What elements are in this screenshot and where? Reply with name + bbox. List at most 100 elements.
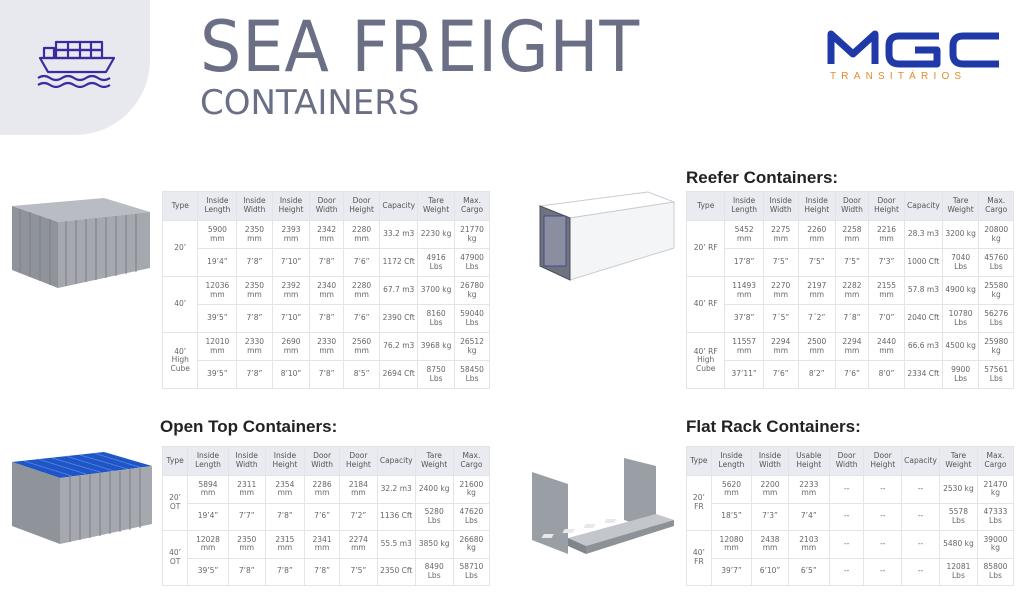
page-title: SEA FREIGHT (200, 6, 641, 88)
metric-value-cell: 2530 kg (938, 475, 978, 504)
metric-value-cell: 3968 kg (417, 332, 456, 361)
column-header: Type (686, 446, 712, 476)
imperial-value-cell: 18’5” (710, 502, 753, 531)
metric-value-cell: 11493 mm (724, 276, 764, 305)
metric-value-cell: 25980 kg (978, 332, 1014, 361)
metric-value-cell: 2258 mm (834, 220, 869, 249)
column-header: Tare Weight (938, 446, 978, 476)
column-header: Tare Weight (417, 191, 456, 221)
page-subtitle: CONTAINERS (200, 83, 420, 123)
imperial-value-cell: 47333 Lbs (976, 502, 1015, 531)
metric-value-cell: 26680 kg (452, 530, 491, 559)
imperial-value-cell: 7’0” (867, 304, 906, 333)
container-type-cell: 40’ FR (686, 530, 712, 586)
imperial-value-cell: 12081 Lbs (938, 557, 978, 586)
column-header: Capacity (904, 191, 943, 221)
imperial-value-cell: 8’0” (867, 360, 906, 389)
imperial-value-cell: 8160 Lbs (417, 304, 456, 333)
imperial-value-cell: 2694 Cft (379, 360, 419, 389)
column-header: Type (161, 191, 199, 221)
metric-value-cell: 5452 mm (724, 220, 764, 249)
imperial-value-cell: 1000 Cft (904, 248, 943, 277)
metric-value-cell: -- (828, 475, 865, 504)
metric-value-cell: 5900 mm (197, 220, 238, 249)
imperial-value-cell: 7’3” (751, 502, 789, 531)
metric-value-cell: 12028 mm (187, 530, 229, 559)
imperial-value-cell: 58450 Lbs (454, 360, 490, 389)
metric-value-cell: 21470 kg (976, 475, 1015, 504)
imperial-value-cell: 7’8” (309, 360, 344, 389)
column-header: Capacity (901, 446, 940, 476)
metric-value-cell: 2103 mm (787, 530, 830, 559)
metric-value-cell: 2560 mm (342, 332, 381, 361)
metric-value-cell: 32.2 m3 (376, 475, 416, 504)
metric-value-cell: 12010 mm (197, 332, 238, 361)
imperial-value-cell: 8490 Lbs (414, 557, 454, 586)
column-header: Door Height (342, 191, 381, 221)
imperial-value-cell: -- (828, 557, 865, 586)
imperial-value-cell: 45760 Lbs (978, 248, 1014, 277)
metric-value-cell: 2294 mm (834, 332, 869, 361)
metric-value-cell: 2690 mm (271, 332, 311, 361)
metric-value-cell: 2330 mm (309, 332, 344, 361)
header-corner-panel (0, 0, 150, 135)
imperial-value-cell: 7’6” (304, 502, 340, 531)
metric-value-cell: 2230 kg (417, 220, 456, 249)
column-header: Inside Length (710, 446, 753, 476)
metric-value-cell: 2350 mm (236, 220, 273, 249)
metric-value-cell: 5894 mm (187, 475, 229, 504)
flatrack-section-title: Flat Rack Containers: (686, 417, 861, 436)
imperial-value-cell: 8’2” (797, 360, 836, 389)
column-header: Door Height (867, 191, 906, 221)
imperial-value-cell: -- (828, 502, 865, 531)
imperial-value-cell: 7´2” (797, 304, 836, 333)
imperial-value-cell: 7´8” (834, 304, 869, 333)
metric-value-cell: 5620 mm (710, 475, 753, 504)
metric-value-cell: 2197 mm (797, 276, 836, 305)
logo-subtext: TRANSITÁRIOS (830, 71, 967, 82)
imperial-value-cell: 39’5” (197, 304, 238, 333)
column-header: Max. Cargo (976, 446, 1015, 476)
metric-value-cell: 2330 mm (236, 332, 273, 361)
imperial-value-cell: 6’10” (751, 557, 789, 586)
metric-value-cell: 2311 mm (227, 475, 266, 504)
imperial-value-cell: 7’8” (309, 248, 344, 277)
column-header: Inside Length (724, 191, 764, 221)
imperial-value-cell: 7’5” (762, 248, 799, 277)
imperial-value-cell: 8750 Lbs (417, 360, 456, 389)
imperial-value-cell: 5280 Lbs (414, 502, 454, 531)
container-type-cell: 40’ RF (685, 276, 726, 333)
imperial-value-cell: 8’5” (342, 360, 381, 389)
imperial-value-cell: 7’5” (797, 248, 836, 277)
metric-value-cell: 25580 kg (978, 276, 1014, 305)
dry-container-illustration (12, 198, 150, 288)
imperial-value-cell: 10780 Lbs (941, 304, 980, 333)
imperial-value-cell: 2350 Cft (376, 557, 416, 586)
metric-value-cell: 3700 kg (417, 276, 456, 305)
column-header: Inside Length (187, 446, 229, 476)
column-header: Inside Length (197, 191, 238, 221)
imperial-value-cell: 7’8” (264, 502, 306, 531)
metric-value-cell: 2354 mm (264, 475, 306, 504)
column-header: Door Height (863, 446, 903, 476)
metric-value-cell: 11557 mm (724, 332, 764, 361)
metric-value-cell: 2440 mm (867, 332, 906, 361)
imperial-value-cell: 4916 Lbs (417, 248, 456, 277)
imperial-value-cell: 7’8” (304, 557, 340, 586)
imperial-value-cell: 7’6” (762, 360, 799, 389)
imperial-value-cell: 7’3” (867, 248, 906, 277)
metric-value-cell: 2400 kg (414, 475, 454, 504)
metric-value-cell: -- (901, 530, 940, 559)
column-header: Door Width (834, 191, 869, 221)
metric-value-cell: 2350 mm (227, 530, 266, 559)
metric-value-cell: 26512 kg (454, 332, 490, 361)
imperial-value-cell: 1172 Cft (379, 248, 419, 277)
